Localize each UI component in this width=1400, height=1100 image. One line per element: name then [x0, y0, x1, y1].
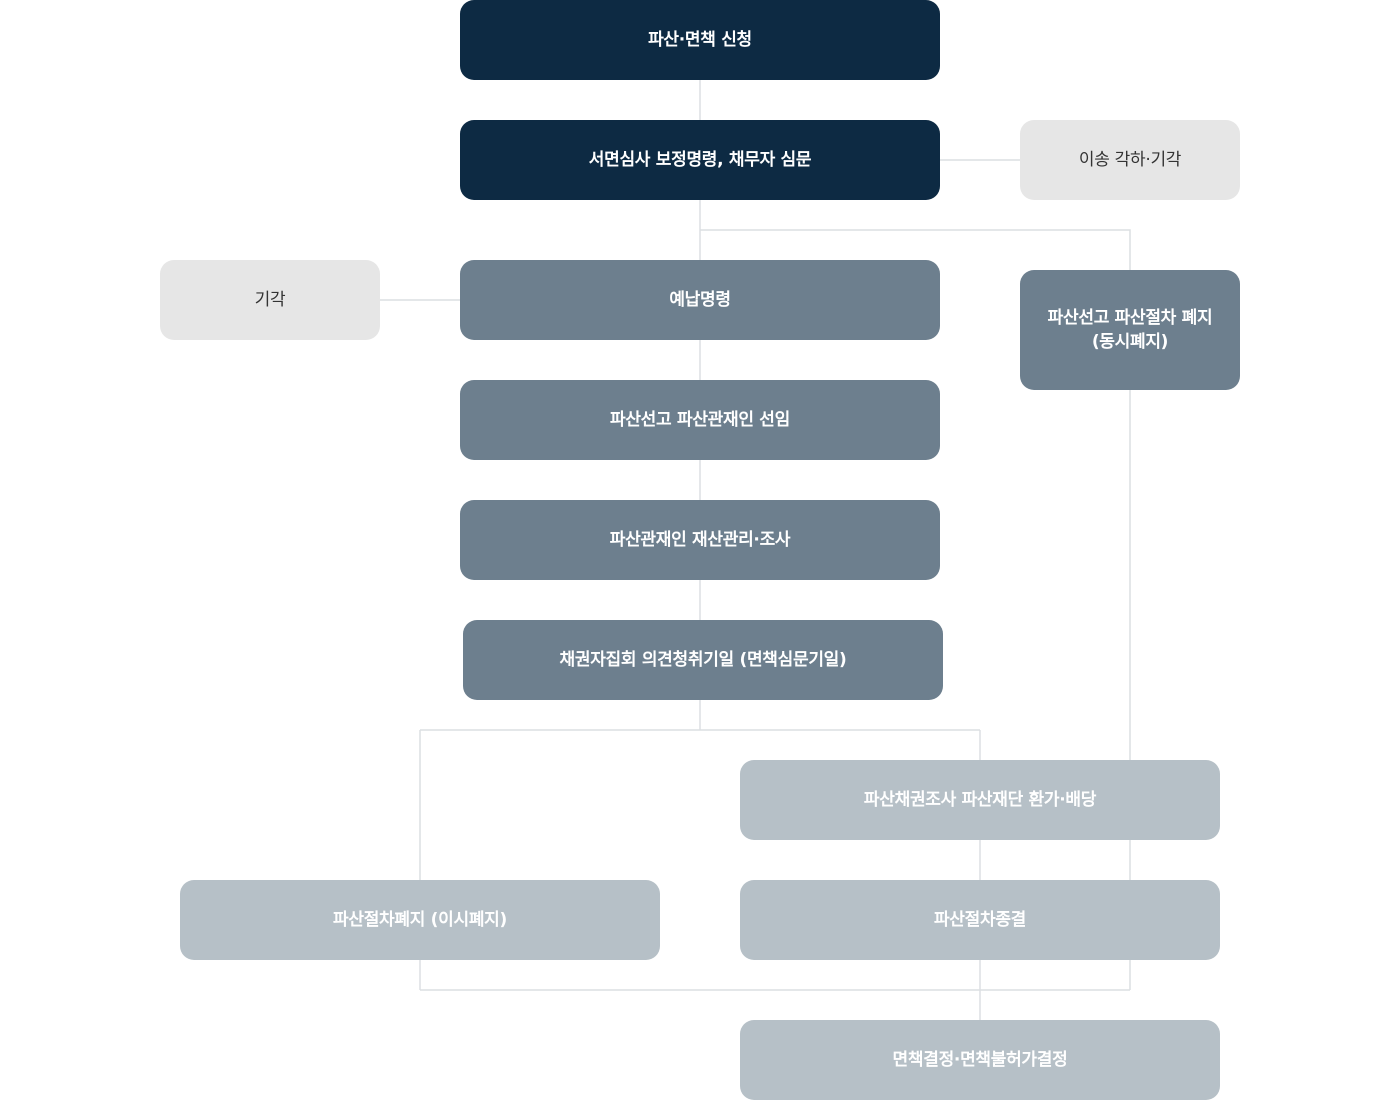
simultaneous-abolition-node: 파산선고 파산절차 폐지 (동시폐지): [1020, 270, 1240, 390]
declaration-label: 파산선고 파산관재인 선임: [610, 410, 790, 430]
discharge-decision-label: 면책결정·면책불허가결정: [892, 1050, 1068, 1070]
prepayment-label: 예납명령: [669, 290, 731, 310]
trustee-management-label: 파산관재인 재산관리·조사: [609, 530, 791, 550]
different-abolition-label: 파산절차폐지 (이시폐지): [333, 910, 507, 930]
different-abolition-node: 파산절차폐지 (이시폐지): [180, 880, 660, 960]
creditors-meeting-node: 채권자집회 의견청취기일 (면책심문기일): [463, 620, 943, 700]
application-label: 파산·면책 신청: [648, 30, 752, 50]
transfer-dismiss-node: 이송 각하·기각: [1020, 120, 1240, 200]
claims-investigation-node: 파산채권조사 파산재단 환가·배당: [740, 760, 1220, 840]
review-node: 서면심사 보정명령, 채무자 심문: [460, 120, 940, 200]
dismiss-label: 기각: [254, 290, 286, 310]
termination-node: 파산절차종결: [740, 880, 1220, 960]
application-node: 파산·면책 신청: [460, 0, 940, 80]
declaration-node: 파산선고 파산관재인 선임: [460, 380, 940, 460]
trustee-management-node: 파산관재인 재산관리·조사: [460, 500, 940, 580]
review-label: 서면심사 보정명령, 채무자 심문: [588, 150, 812, 170]
discharge-decision-node: 면책결정·면책불허가결정: [740, 1020, 1220, 1100]
simultaneous-abolition-label: 파산선고 파산절차 폐지 (동시폐지): [1047, 308, 1213, 352]
termination-label: 파산절차종결: [933, 910, 1027, 930]
transfer-dismiss-label: 이송 각하·기각: [1078, 150, 1182, 170]
dismiss-node: 기각: [160, 260, 380, 340]
creditors-meeting-label: 채권자집회 의견청취기일 (면책심문기일): [559, 650, 847, 670]
prepayment-node: 예납명령: [460, 260, 940, 340]
claims-investigation-label: 파산채권조사 파산재단 환가·배당: [863, 790, 1097, 810]
